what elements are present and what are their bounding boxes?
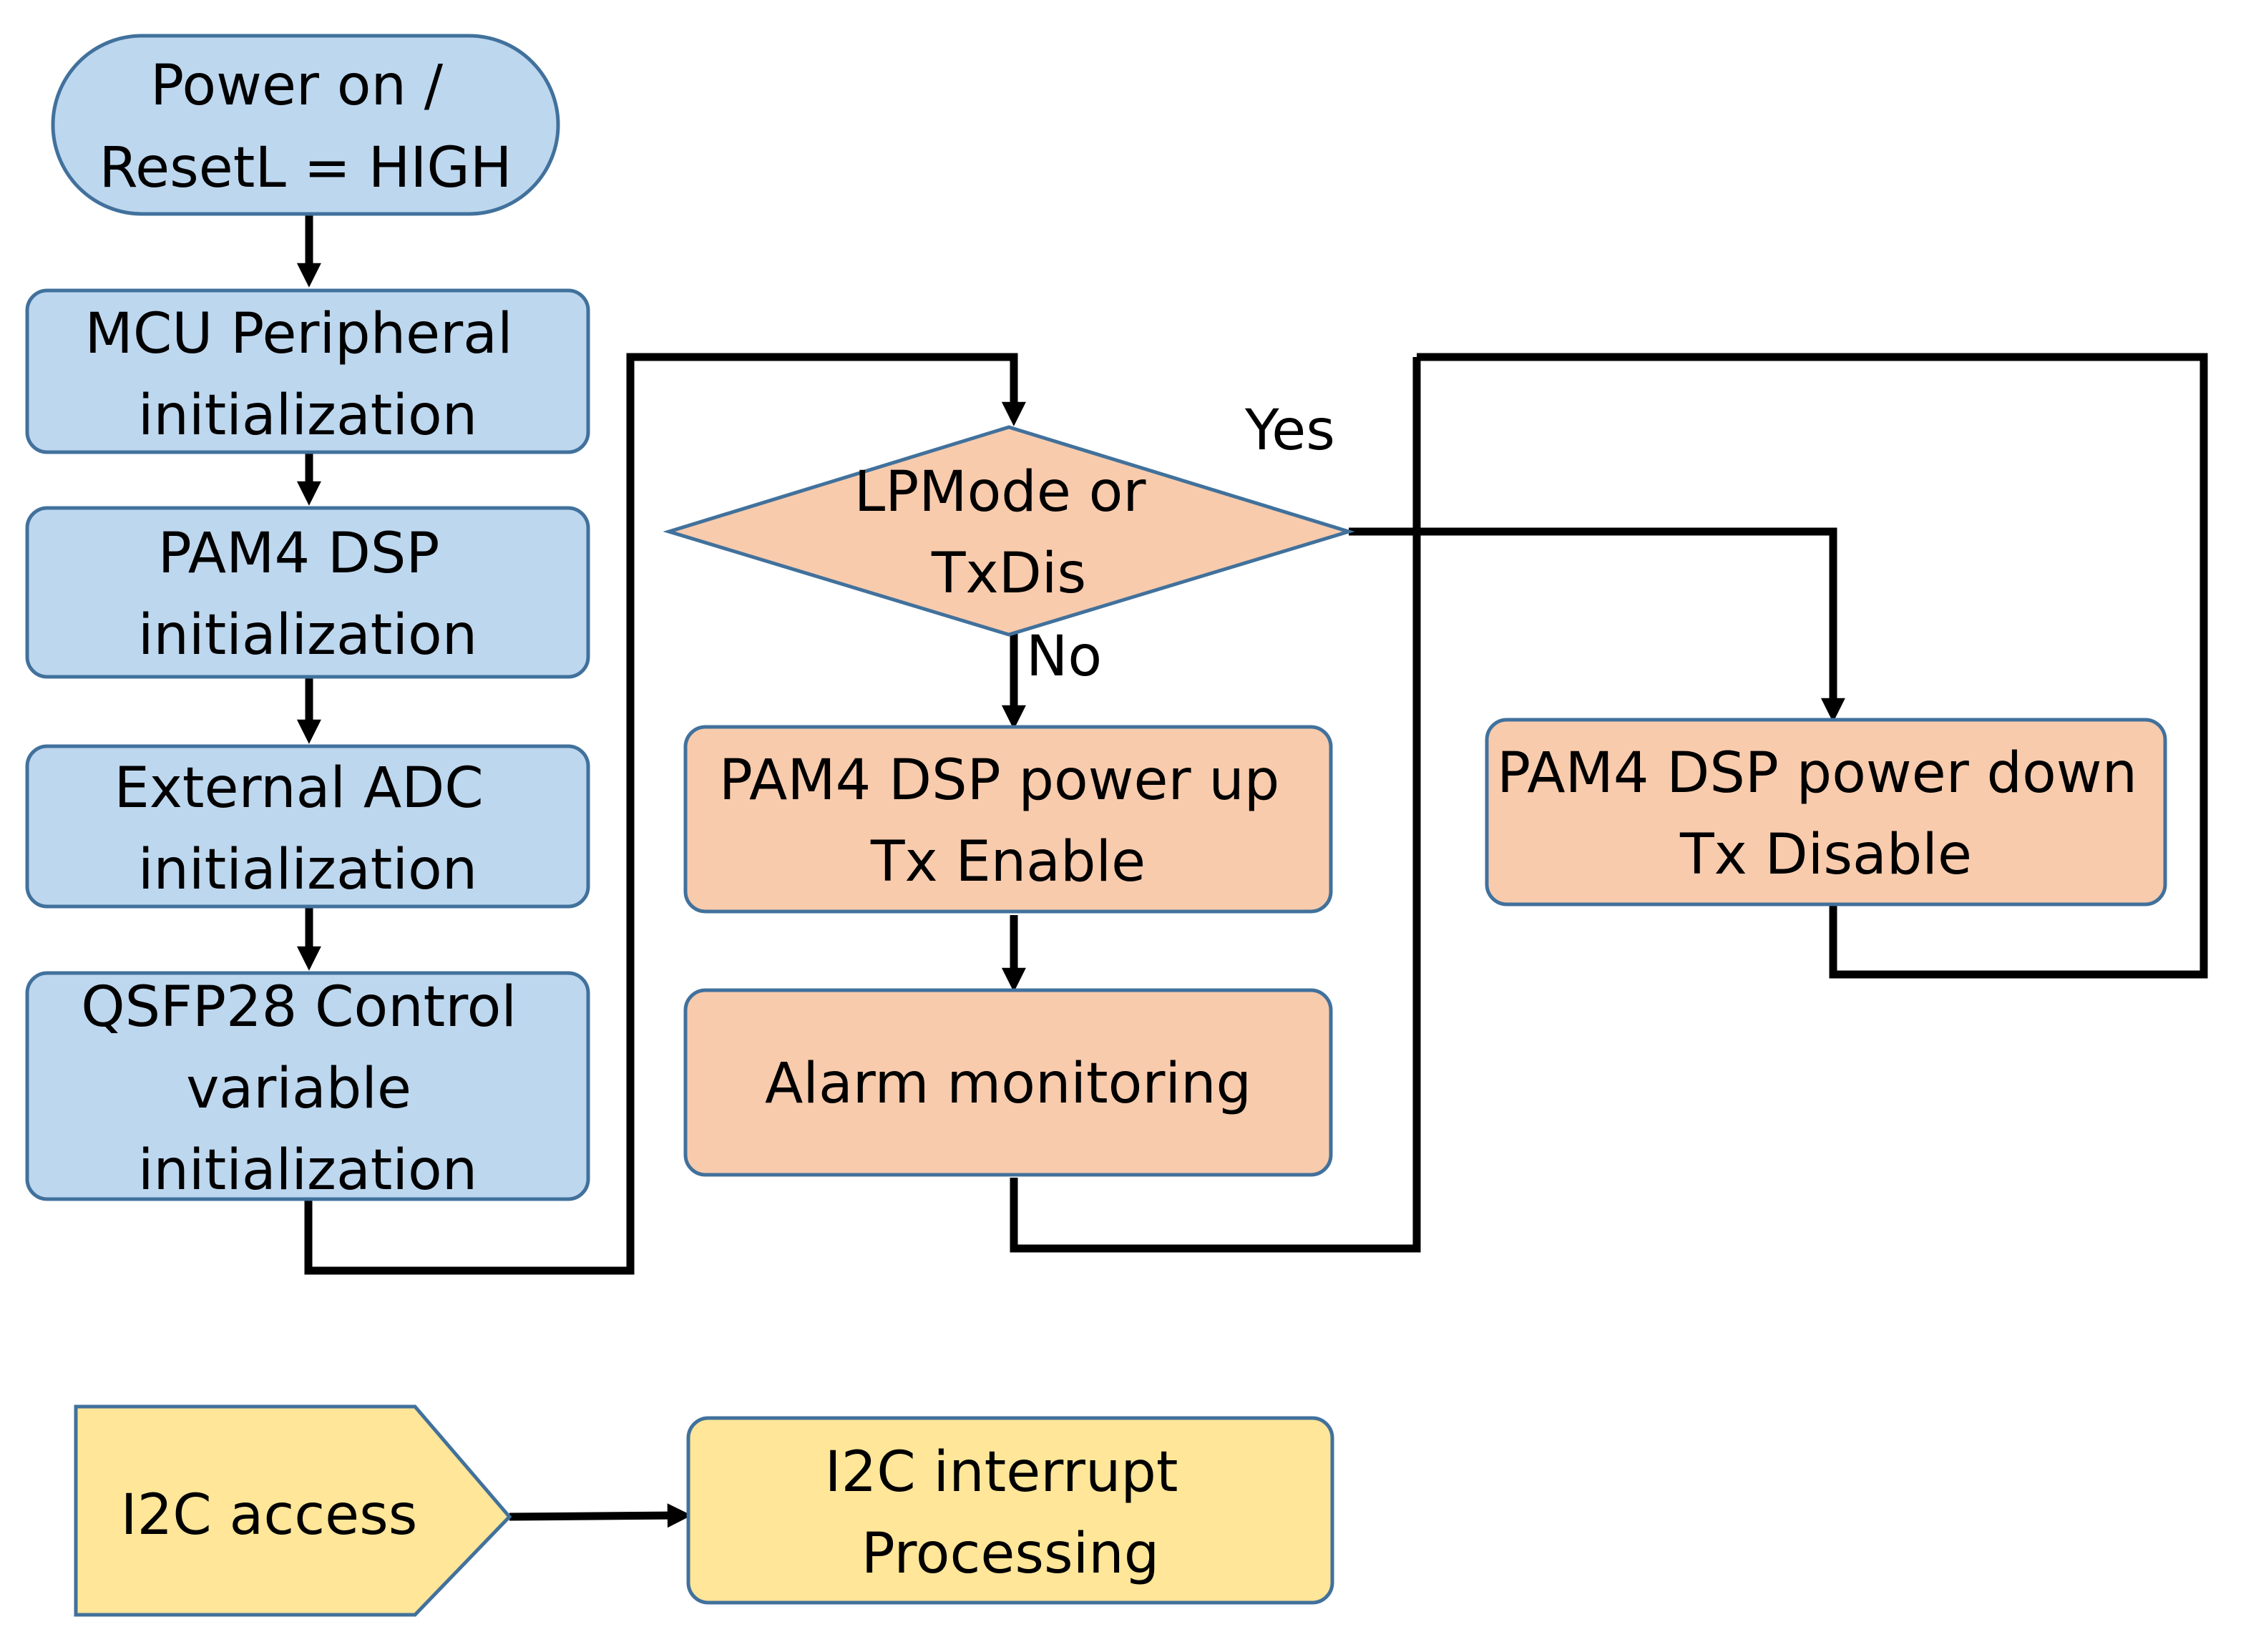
power-down-label: PAM4 DSP power down Tx Disable bbox=[1497, 741, 2155, 887]
edge-label-no: No bbox=[1026, 625, 1102, 689]
adc-init-label: External ADC initialization bbox=[114, 756, 501, 902]
edge-label-yes: Yes bbox=[1244, 399, 1335, 463]
adc-init-shape bbox=[25, 744, 590, 909]
i2c-access-label: I2C access bbox=[121, 1483, 418, 1548]
dsp-init-shape bbox=[25, 506, 590, 679]
nodes: Power on / ResetL = HIGH MCU Peripheral … bbox=[25, 34, 2167, 1617]
connectors bbox=[296, 215, 2208, 1528]
i2c-interrupt-shape bbox=[686, 1416, 1334, 1605]
decision-label: LPMode or TxDis bbox=[854, 460, 1163, 606]
edge-labels: Yes No bbox=[1026, 399, 1335, 689]
qsfp-init-label: QSFP28 Control variable initialization bbox=[81, 975, 534, 1203]
power-up-label: PAM4 DSP power up Tx Enable bbox=[719, 748, 1297, 894]
i2c-access-node: I2C access bbox=[74, 1404, 512, 1617]
edge-alarm-loop-back bbox=[1010, 357, 1421, 1253]
dsp-init-node: PAM4 DSP initialization bbox=[25, 506, 590, 679]
power-down-node: PAM4 DSP power down Tx Disable bbox=[1485, 718, 2167, 906]
edge-qsfp-loop-to-decision bbox=[304, 353, 1026, 1275]
edge-decision-yes bbox=[1349, 527, 1845, 723]
adc-init-node: External ADC initialization bbox=[25, 744, 590, 909]
qsfp-init-shape bbox=[25, 971, 590, 1201]
alarm-shape bbox=[683, 988, 1333, 1177]
power-on-label: Power on / ResetL = HIGH bbox=[99, 54, 512, 200]
power-on-shape bbox=[51, 34, 560, 216]
i2c-interrupt-label: I2C interrupt Processing bbox=[825, 1440, 1196, 1586]
qsfp-init-node: QSFP28 Control variable initialization bbox=[25, 971, 590, 1203]
power-up-node: PAM4 DSP power up Tx Enable bbox=[683, 725, 1333, 914]
mcu-init-node: MCU Peripheral initialization bbox=[25, 288, 590, 454]
mcu-init-shape bbox=[25, 288, 590, 454]
dsp-init-label: PAM4 DSP initialization bbox=[138, 522, 477, 668]
i2c-interrupt-node: I2C interrupt Processing bbox=[686, 1416, 1334, 1605]
edge-i2c-access-to-interrupt bbox=[509, 1503, 692, 1528]
power-on-node: Power on / ResetL = HIGH bbox=[51, 34, 560, 216]
mcu-init-label: MCU Peripheral initialization bbox=[85, 302, 531, 448]
edge-powerdown-loop-back bbox=[1417, 353, 2208, 979]
decision-node: LPMode or TxDis bbox=[663, 425, 1355, 637]
alarm-node: Alarm monitoring bbox=[683, 988, 1333, 1177]
power-up-shape bbox=[683, 725, 1333, 914]
alarm-label: Alarm monitoring bbox=[765, 1052, 1251, 1116]
power-down-shape bbox=[1485, 718, 2167, 906]
i2c-access-shape bbox=[74, 1404, 512, 1617]
decision-shape bbox=[663, 425, 1355, 637]
